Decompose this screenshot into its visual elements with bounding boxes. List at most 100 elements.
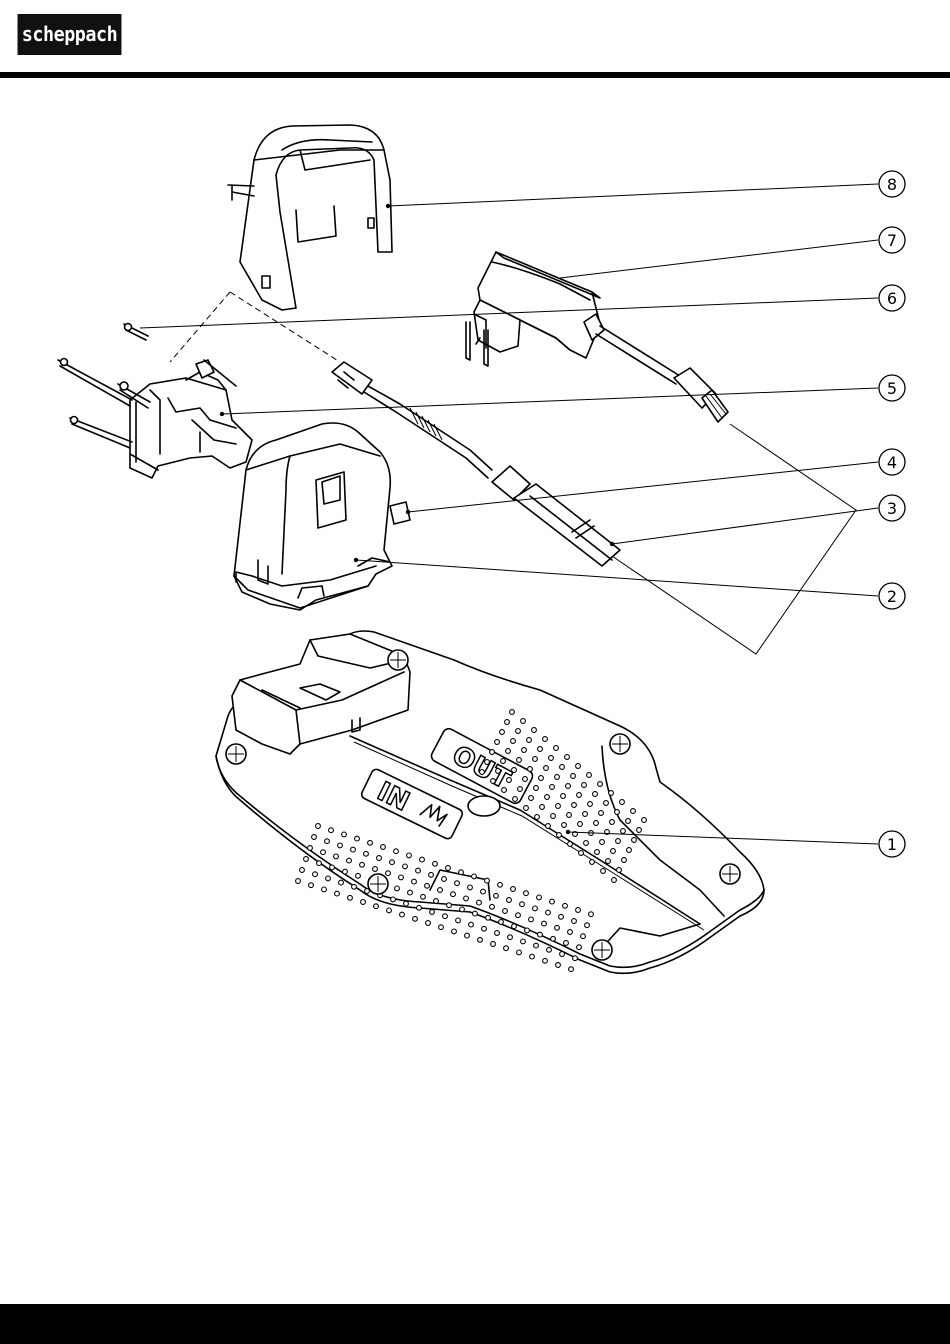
perforation-hole (617, 868, 622, 873)
perforation-hole (496, 769, 501, 774)
perforation-hole (517, 758, 522, 763)
perforation-hole (606, 859, 611, 864)
svg-text:7: 7 (887, 231, 897, 250)
perforation-hole (544, 766, 549, 771)
perforation-hole (517, 950, 522, 955)
perforation-hole (560, 952, 565, 957)
perforation-hole (386, 871, 391, 876)
perforation-hole (534, 943, 539, 948)
perforation-hole (499, 920, 504, 925)
perforation-hole (501, 759, 506, 764)
perforation-hole (439, 925, 444, 930)
perforation-hole (521, 719, 526, 724)
perforation-hole (447, 903, 452, 908)
perforation-hole (589, 912, 594, 917)
perforation-hole (581, 934, 586, 939)
perforation-hole (632, 838, 637, 843)
perforation-hole (627, 848, 632, 853)
perforation-hole (485, 878, 490, 883)
perforation-hole (538, 747, 543, 752)
perforation-hole (540, 805, 545, 810)
perforation-hole (500, 730, 505, 735)
perforation-hole (459, 870, 464, 875)
peg-socket (368, 874, 388, 894)
perforation-hole (420, 857, 425, 862)
perforation-hole (502, 788, 507, 793)
perforation-hole (521, 939, 526, 944)
perforation-hole (433, 861, 438, 866)
perforation-hole (582, 783, 587, 788)
perforation-hole (590, 860, 595, 865)
perforation-hole (599, 811, 604, 816)
perforation-hole (394, 849, 399, 854)
perforation-hole (504, 946, 509, 951)
perforation-hole (456, 918, 461, 923)
callout-4: 4 (879, 449, 905, 475)
perforation-hole (434, 899, 439, 904)
callout-3: 3 (879, 495, 905, 521)
perforation-hole (472, 874, 477, 879)
perforation-hole (361, 900, 366, 905)
perforation-hole (555, 925, 560, 930)
perforation-hole (516, 913, 521, 918)
perforation-hole (325, 839, 330, 844)
perforation-hole (374, 904, 379, 909)
perforation-hole (400, 912, 405, 917)
perforation-hole (595, 850, 600, 855)
perforation-hole (524, 806, 529, 811)
perforation-hole (465, 933, 470, 938)
perforation-hole (478, 937, 483, 942)
perforation-hole (316, 824, 321, 829)
svg-text:5: 5 (887, 379, 897, 398)
perforation-hole (545, 795, 550, 800)
perforation-hole (443, 914, 448, 919)
perforation-hole (561, 794, 566, 799)
perforation-hole (513, 797, 518, 802)
perforation-hole (381, 845, 386, 850)
perforation-hole (460, 907, 465, 912)
perforation-hole (505, 720, 510, 725)
perforation-hole (524, 891, 529, 896)
footer-bar (0, 1304, 950, 1344)
perforation-hole (546, 824, 551, 829)
perforation-hole (469, 922, 474, 927)
perforation-hole (557, 833, 562, 838)
perforation-hole (622, 858, 627, 863)
perforation-hole (600, 840, 605, 845)
perforation-hole (495, 740, 500, 745)
perforation-hole (642, 818, 647, 823)
perforation-hole (403, 864, 408, 869)
perforation-hole (490, 750, 495, 755)
perforation-hole (485, 760, 490, 765)
perforation-hole (610, 820, 615, 825)
perforation-hole (399, 875, 404, 880)
callout-8: 8 (879, 171, 905, 197)
perforation-hole (477, 900, 482, 905)
perforation-hole (555, 775, 560, 780)
perforation-hole (347, 858, 352, 863)
perforation-hole (343, 869, 348, 874)
perforation-hole (512, 768, 517, 773)
perforation-hole (604, 801, 609, 806)
perforation-hole (573, 956, 578, 961)
perforation-hole (404, 901, 409, 906)
perforation-hole (530, 954, 535, 959)
perforation-hole (525, 928, 530, 933)
perforation-hole (528, 767, 533, 772)
peg-socket (388, 650, 408, 670)
perforation-hole (304, 857, 309, 862)
perforation-hole (542, 921, 547, 926)
perforation-hole (412, 879, 417, 884)
perforation-hole (571, 774, 576, 779)
perforation-hole (563, 903, 568, 908)
peg-socket (226, 744, 246, 764)
svg-text:3: 3 (887, 499, 897, 518)
perforation-hole (637, 828, 642, 833)
perforation-hole (468, 885, 473, 890)
perforation-hole (611, 849, 616, 854)
perforation-hole (566, 784, 571, 789)
perforation-hole (335, 891, 340, 896)
perforation-hole (529, 796, 534, 801)
callout-7: 7 (879, 227, 905, 253)
